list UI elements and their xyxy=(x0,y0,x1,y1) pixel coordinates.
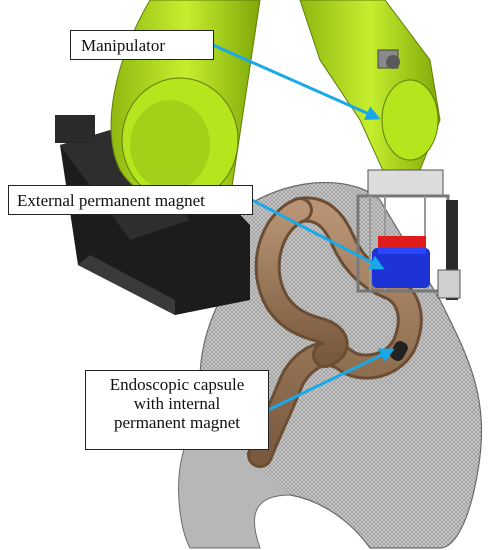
robot-manipulator xyxy=(110,0,441,208)
label-manipulator-text: Manipulator xyxy=(81,36,166,55)
label-endoscopic-capsule: Endoscopic capsule with internal permane… xyxy=(85,370,269,450)
label-capsule-line2: with internal xyxy=(133,394,221,413)
label-capsule-line1: Endoscopic capsule xyxy=(109,375,245,394)
arrow-capsule xyxy=(267,348,395,412)
label-external-permanent-magnet: External permanent magnet xyxy=(8,185,253,215)
magnet-holder xyxy=(356,169,461,300)
label-external-magnet-text: External permanent magnet xyxy=(17,191,205,210)
label-manipulator: Manipulator xyxy=(70,30,214,60)
arrow-manipulator xyxy=(212,43,381,121)
external-permanent-magnet xyxy=(372,236,430,288)
label-capsule-line3: permanent magnet xyxy=(113,413,241,432)
arrow-external-magnet xyxy=(251,198,385,270)
callout-arrows xyxy=(212,43,395,412)
